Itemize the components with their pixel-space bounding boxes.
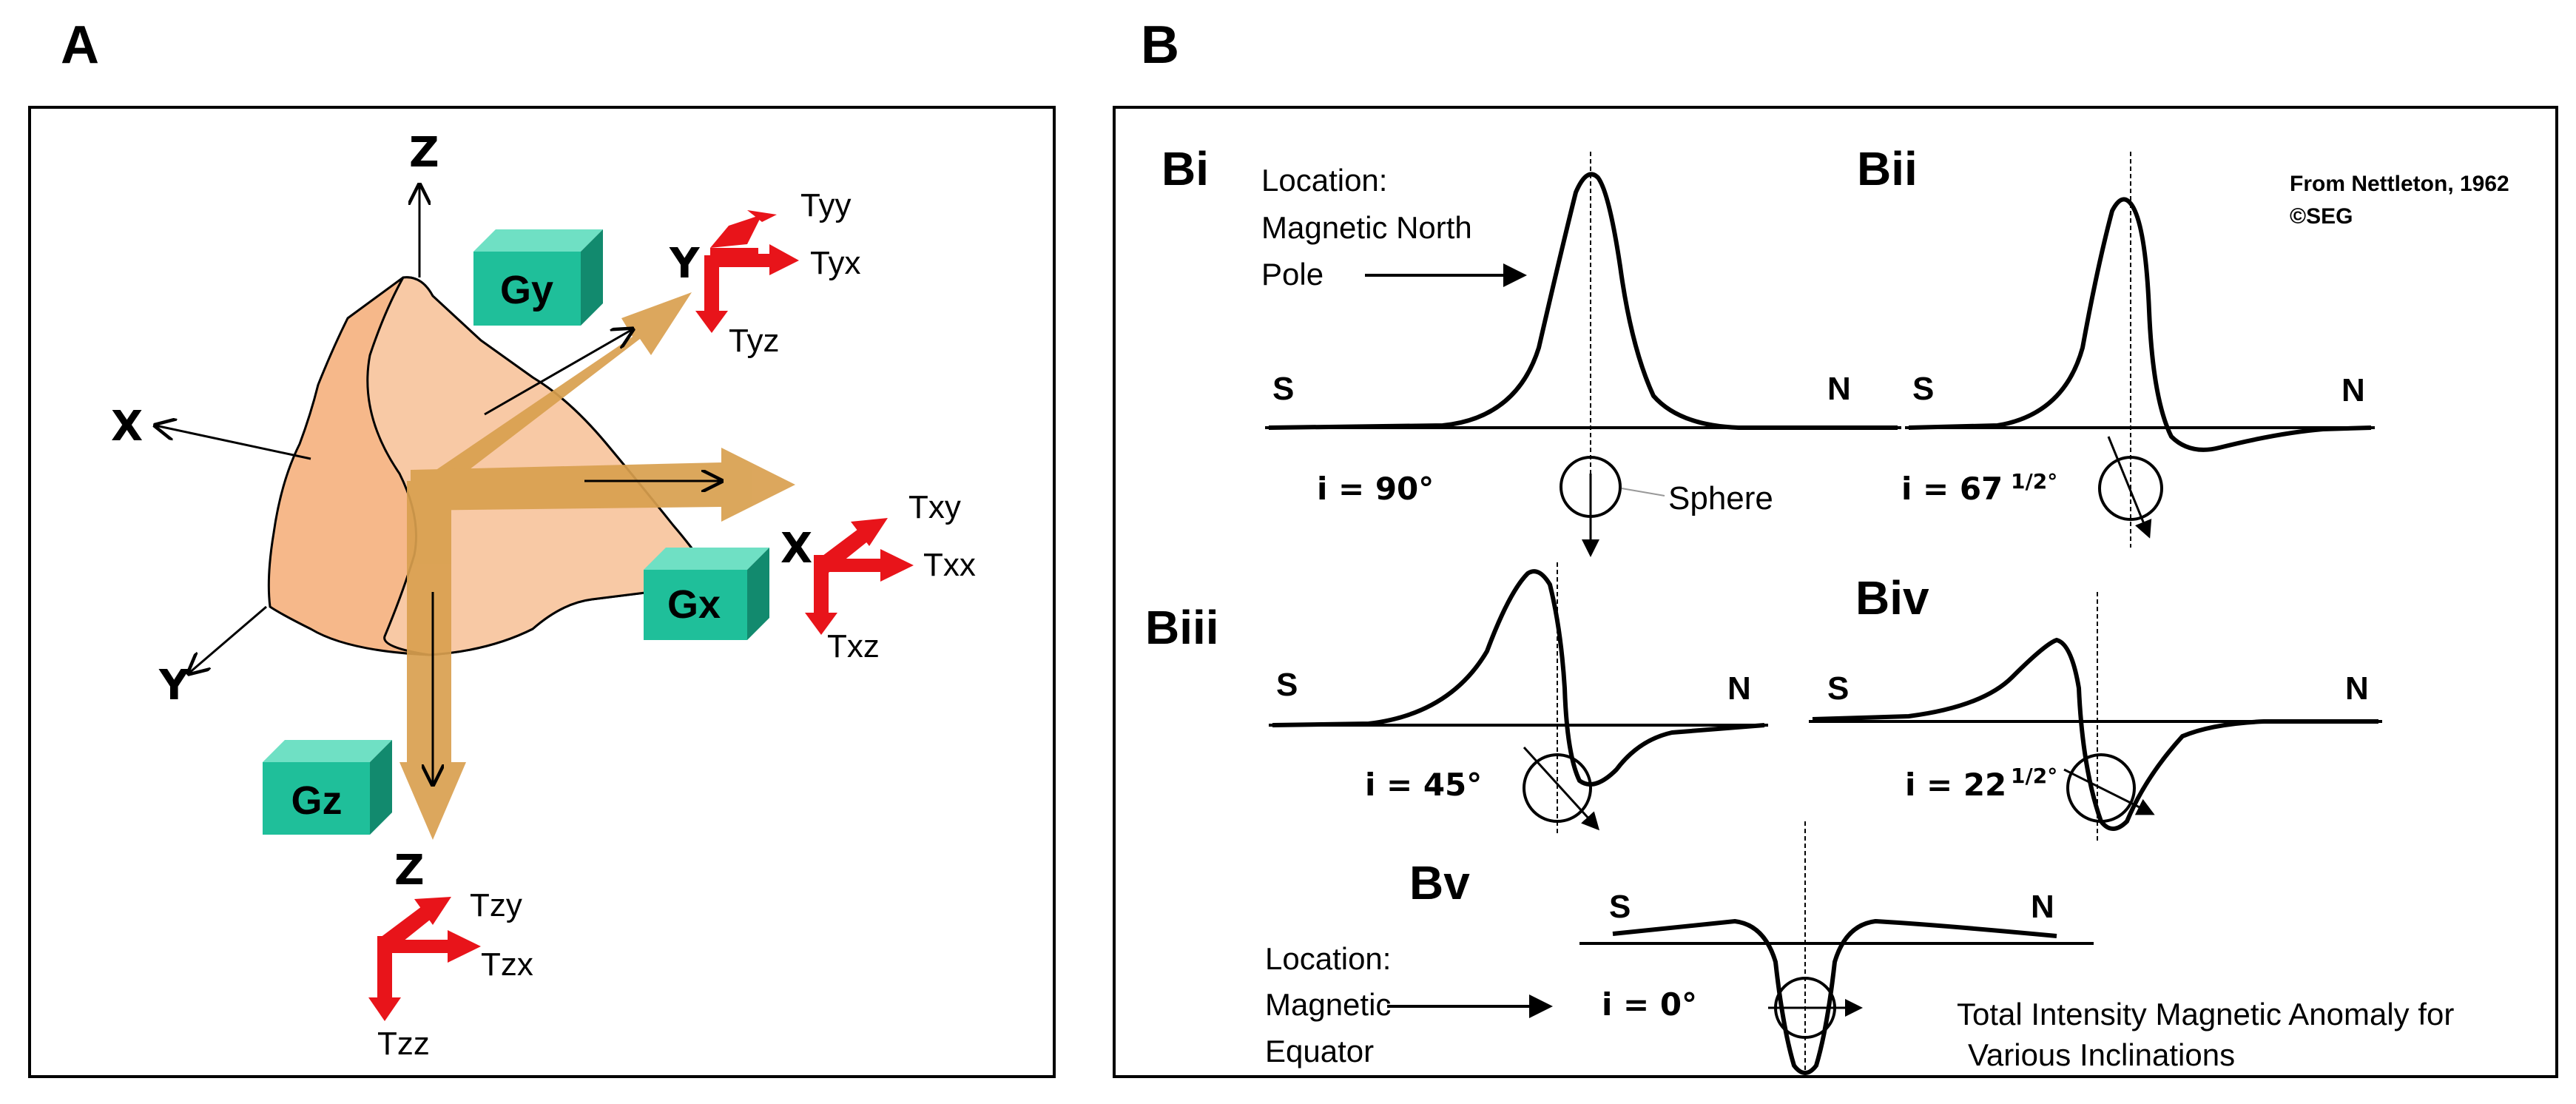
pole-line2: Magnetic North — [1261, 210, 1472, 245]
equator-line2: Magnetic — [1265, 987, 1391, 1022]
axis-y-bottom: Y — [158, 662, 190, 710]
bii-south: S — [1912, 371, 1934, 407]
bv-south: S — [1609, 889, 1631, 925]
tensor-yz: Tyz — [729, 323, 779, 359]
equator-line3: Equator — [1265, 1034, 1374, 1068]
panel-b-frame — [1113, 106, 2558, 1078]
credit-line1: From Nettleton, 1962 — [2290, 172, 2509, 196]
biii-label: Biii — [1145, 601, 1219, 654]
biv-inclination: i = 22 — [1905, 767, 2006, 803]
caption-line1: Total Intensity Magnetic Anomaly for — [1957, 997, 2454, 1031]
biv-north: N — [2345, 670, 2369, 707]
axis-x-arrow: X — [780, 525, 812, 573]
biv-inclination-frac: 1/2° — [2011, 764, 2057, 788]
axis-y-arrow: Y — [669, 240, 701, 288]
thin-axis-lines — [155, 185, 721, 784]
subpanel-bii: Bii S N i = 67 1/2° — [1857, 142, 2375, 548]
tensor-xz: Txz — [827, 628, 880, 664]
panel-a-letter: A — [61, 16, 99, 75]
bi-label: Bi — [1161, 142, 1209, 195]
box-gz-label: Gz — [291, 778, 342, 823]
tensor-xx: Txx — [923, 547, 976, 583]
bi-inclination: i = 90° — [1317, 471, 1434, 507]
subpanel-biv: Biv S N i = 22 1/2° — [1809, 571, 2382, 844]
anomaly-body — [267, 276, 708, 656]
panel-b-letter: B — [1141, 16, 1179, 75]
bi-north: N — [1827, 371, 1851, 407]
tensor-y-glyph — [695, 210, 799, 333]
box-gy-label: Gy — [500, 268, 553, 312]
axis-x-left: X — [111, 403, 143, 451]
subpanel-bv: Bv S N Location: Magnetic Equator i = 0°… — [1265, 821, 2454, 1075]
caption-line2: Various Inclinations — [1968, 1037, 2235, 1072]
axis-z-bottom: Z — [394, 846, 425, 895]
equator-line1: Location: — [1265, 941, 1391, 976]
tensor-xy: Txy — [908, 489, 961, 525]
tensor-z-glyph — [368, 897, 481, 1021]
axis-z-top: Z — [409, 129, 439, 177]
credit-line2: ©SEG — [2290, 204, 2353, 229]
subpanel-bi: Bi Location: Magnetic North Pole S N i =… — [1161, 142, 1901, 557]
subpanel-biii: Biii S N i = 45° — [1145, 562, 1768, 836]
tensor-yx: Tyx — [810, 245, 860, 281]
bv-label: Bv — [1409, 856, 1470, 909]
box-gx: Gx — [644, 548, 769, 640]
biii-north: N — [1727, 670, 1751, 707]
bii-north: N — [2341, 372, 2365, 408]
panel-a-frame — [28, 106, 1056, 1078]
box-gz: Gz — [263, 740, 392, 835]
bii-inclination: i = 67 — [1901, 471, 2003, 507]
pole-line1: Location: — [1261, 163, 1387, 198]
tensor-x-glyph — [805, 518, 914, 635]
box-gx-label: Gx — [667, 582, 721, 627]
bi-south: S — [1272, 371, 1294, 407]
tensor-zz: Tzz — [377, 1026, 430, 1062]
sphere-label: Sphere — [1668, 480, 1773, 516]
biii-south: S — [1276, 667, 1298, 703]
box-gy: Gy — [473, 229, 603, 326]
bv-north: N — [2031, 889, 2054, 925]
tensor-zy: Tzy — [470, 887, 522, 923]
biv-south: S — [1827, 670, 1849, 707]
biii-inclination: i = 45° — [1365, 767, 1482, 803]
bv-inclination: i = 0° — [1602, 986, 1697, 1023]
bii-label: Bii — [1857, 142, 1918, 195]
biv-label: Biv — [1855, 571, 1929, 625]
tensor-zx: Tzx — [481, 946, 533, 983]
bii-inclination-frac: 1/2° — [2011, 469, 2057, 494]
tensor-yy: Tyy — [800, 187, 851, 223]
pole-line3: Pole — [1261, 257, 1324, 292]
